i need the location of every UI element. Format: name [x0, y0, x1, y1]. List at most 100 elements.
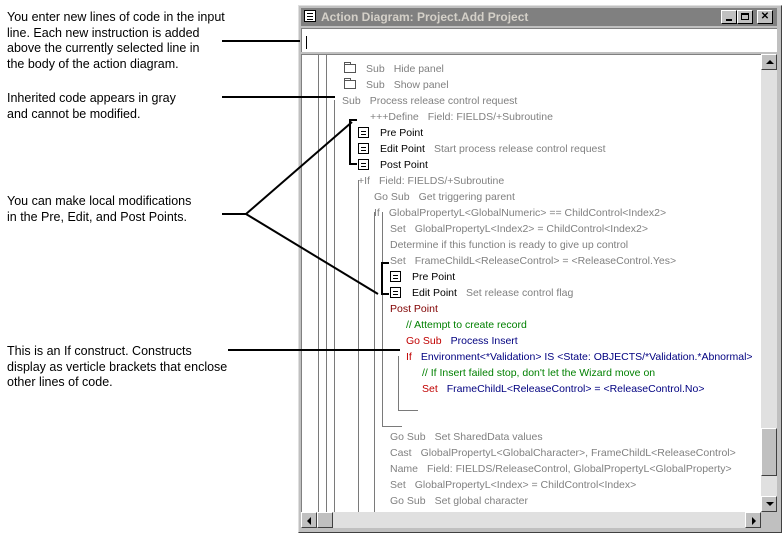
code-line[interactable]: If Environment<*Validation> IS <State: OB… [406, 349, 753, 365]
code-line[interactable]: // Attempt to create record [406, 317, 527, 333]
code-text: Environment<*Validation> IS <State: OBJE… [420, 351, 753, 363]
code-line[interactable]: Pre Point [390, 269, 464, 285]
minimize-button[interactable] [721, 10, 737, 24]
code-line[interactable]: // If Insert failed stop, don't let the … [422, 365, 655, 381]
annotation-line: You enter new lines of code in the input [7, 10, 225, 24]
document-icon[interactable] [390, 287, 401, 298]
maximize-button[interactable] [737, 10, 753, 24]
code-keyword: Cast [390, 447, 412, 459]
code-text: GlobalPropertyL<GlobalCharacter>, FrameC… [420, 447, 736, 459]
code-keyword: Sub [366, 63, 385, 75]
scroll-right-button[interactable] [745, 512, 761, 528]
annotation-line: and cannot be modified. [7, 106, 141, 121]
code-text: Start process release control request [433, 143, 606, 155]
annotation-line: You can make local modifications [7, 194, 192, 208]
code-keyword: Sub [366, 79, 385, 91]
code-keyword: Post Point [380, 159, 428, 171]
code-line[interactable]: Post Point [358, 157, 437, 173]
code-line[interactable]: Go Sub Process Insert [406, 333, 518, 349]
system-menu-icon[interactable] [304, 10, 316, 22]
code-keyword: +++Define [370, 111, 419, 123]
callout-line-post-point [245, 213, 379, 295]
code-text: Field: FIELDS/ReleaseControl, GlobalProp… [427, 463, 732, 475]
code-keyword: If [374, 207, 380, 219]
vertical-scrollbar[interactable] [761, 54, 777, 512]
callout-line-pre-point [245, 121, 353, 215]
code-keyword: Edit Point [412, 287, 457, 299]
code-keyword: Set [390, 223, 406, 235]
code-keyword: Go Sub [374, 191, 410, 203]
title-bar[interactable]: Action Diagram: Project.Add Project [301, 8, 777, 26]
code-line[interactable]: Pre Point [358, 125, 432, 141]
code-line[interactable]: Go Sub Set global character [390, 493, 528, 509]
instruction-input-line[interactable] [301, 28, 777, 52]
code-line[interactable]: Set GlobalPropertyL<Index2> = ChildContro… [390, 221, 648, 237]
code-line[interactable]: Edit Point Set release control flag [390, 285, 573, 301]
vertical-scroll-thumb[interactable] [761, 428, 777, 476]
horizontal-scrollbar[interactable] [301, 512, 761, 528]
code-text: Field: FIELDS/+Subroutine [427, 111, 553, 123]
code-text: Field: FIELDS/+Subroutine [378, 175, 505, 187]
document-icon[interactable] [358, 127, 369, 138]
text-caret [306, 36, 307, 49]
scroll-down-button[interactable] [761, 496, 777, 512]
code-line[interactable]: Sub Hide panel [344, 61, 444, 77]
annotation-line: other lines of code. [7, 375, 113, 389]
code-line[interactable]: +++Define Field: FIELDS/+Subroutine [370, 109, 553, 125]
code-text: Process Insert [450, 335, 518, 347]
code-line[interactable]: Set FrameChildL<ReleaseControl> = <Releas… [390, 253, 676, 269]
annotation-line: the body of the action diagram. [7, 56, 179, 71]
code-text: Set global character [434, 495, 528, 507]
code-line[interactable]: Name Field: FIELDS/ReleaseControl, Global… [390, 461, 732, 477]
code-text: GlobalPropertyL<Index> = ChildControl<In… [414, 479, 637, 491]
annotation-local-modifications: You can make local modifications in the … [7, 194, 247, 225]
annotation-inherited-code: Inherited code appears in gray and canno… [7, 91, 247, 122]
close-button[interactable] [757, 10, 773, 24]
annotation-line: This is an If construct. Constructs [7, 344, 192, 358]
code-line[interactable]: Determine if this function is ready to g… [390, 237, 628, 253]
code-keyword: Set [390, 255, 406, 267]
code-keyword: If [406, 351, 412, 363]
scroll-left-button[interactable] [301, 512, 317, 528]
annotation-input-line: You enter new lines of code in the input… [7, 10, 247, 72]
folder-icon[interactable] [344, 62, 356, 73]
annotation-line: above the currently selected line in [7, 41, 200, 55]
code-text: Set SharedData values [434, 431, 543, 443]
code-text: Process release control request [369, 95, 518, 107]
scroll-up-button[interactable] [761, 54, 777, 70]
annotation-line: in the Pre, Edit, and Post Points. [7, 209, 187, 224]
code-keyword: Pre Point [380, 127, 424, 139]
document-icon[interactable] [358, 159, 369, 170]
annotation-line: Inherited code appears in gray [7, 91, 176, 105]
horizontal-scroll-thumb[interactable] [317, 512, 333, 528]
code-text: Hide panel [393, 63, 444, 75]
code-line[interactable]: Cast GlobalPropertyL<GlobalCharacter>, Fr… [390, 445, 736, 461]
code-text: Set release control flag [465, 287, 574, 299]
code-keyword: Go Sub [390, 495, 426, 507]
window-title: Action Diagram: Project.Add Project [321, 10, 529, 24]
code-keyword: Post Point [390, 303, 438, 315]
code-text: GlobalPropertyL<Index2> = ChildControl<I… [414, 223, 648, 235]
code-keyword: Sub [342, 95, 361, 107]
code-text: FrameChildL<ReleaseControl> = <ReleaseCo… [414, 255, 677, 267]
document-icon[interactable] [358, 143, 369, 154]
code-line[interactable]: Sub Process release control request [342, 93, 517, 109]
code-line[interactable]: Post Point [390, 301, 447, 317]
code-keyword: Go Sub [406, 335, 442, 347]
folder-icon[interactable] [344, 78, 356, 89]
code-keyword: Set [422, 383, 438, 395]
document-icon[interactable] [390, 271, 401, 282]
code-keyword: Name [390, 463, 419, 475]
code-keyword: Pre Point [412, 271, 456, 283]
code-line[interactable]: Go Sub Get triggering parent [374, 189, 515, 205]
code-text: Get triggering parent [418, 191, 515, 203]
